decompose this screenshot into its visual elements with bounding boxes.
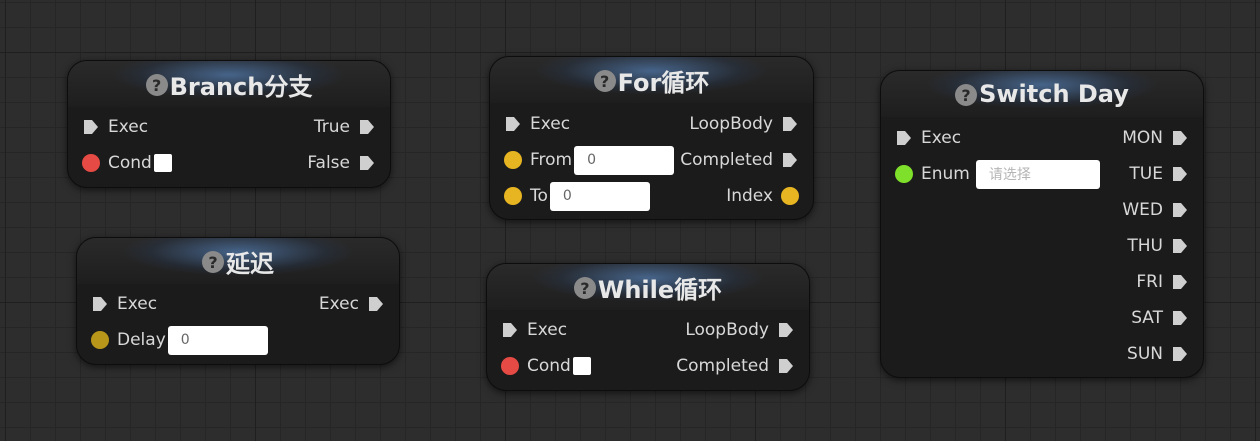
to-input[interactable]: 0: [549, 181, 650, 211]
output-label-tue: TUE: [1129, 164, 1163, 184]
branch-node[interactable]: ? Branch分支 Exec True Cond False: [67, 60, 391, 188]
enum-label: Enum: [921, 164, 970, 184]
output-label-sun: SUN: [1127, 344, 1163, 364]
output-label-wed: WED: [1122, 200, 1163, 220]
for-loop-node[interactable]: ? For循环 Exec LoopBody From 0 Completed T…: [489, 56, 814, 220]
false-out-pin-icon[interactable]: [358, 154, 376, 172]
branch-node-title: Branch分支: [169, 72, 313, 101]
completed-label: Completed: [676, 356, 769, 376]
to-label: To: [530, 186, 548, 206]
completed-pin-icon[interactable]: [781, 151, 799, 169]
exec-in-pin-icon[interactable]: [91, 295, 109, 313]
to-pin-icon[interactable]: [504, 187, 522, 205]
output-label-sat: SAT: [1131, 308, 1163, 328]
question-circle-icon[interactable]: ?: [202, 251, 224, 273]
question-circle-icon[interactable]: ?: [955, 84, 978, 106]
delay-node-header[interactable]: ? 延迟: [77, 238, 399, 284]
index-pin-icon[interactable]: [781, 187, 799, 205]
exec-in-pin-icon[interactable]: [895, 129, 913, 147]
cond-pin-icon[interactable]: [82, 154, 100, 172]
enum-select[interactable]: 请选择: [975, 159, 1100, 189]
output-pin-thu-icon[interactable]: [1171, 237, 1189, 255]
from-input[interactable]: 0: [574, 145, 675, 175]
cond-checkbox[interactable]: [153, 154, 172, 172]
branch-node-header[interactable]: ? Branch分支: [68, 61, 390, 107]
exec-in-pin-icon[interactable]: [501, 321, 519, 339]
from-label: From: [530, 150, 573, 170]
loop-body-pin-icon[interactable]: [781, 115, 799, 133]
cond-pin-icon[interactable]: [501, 357, 519, 375]
true-out-pin-icon[interactable]: [358, 118, 376, 136]
from-pin-icon[interactable]: [504, 151, 522, 169]
delay-input[interactable]: 0: [167, 325, 268, 355]
exec-in-label: Exec: [921, 128, 962, 148]
completed-label: Completed: [680, 150, 773, 170]
output-pin-tue-icon[interactable]: [1171, 165, 1189, 183]
true-out-label: True: [313, 117, 350, 137]
output-label-fri: FRI: [1136, 272, 1163, 292]
switch-day-node[interactable]: ? Switch Day Exec MON Enum 请选择 TUE WED T: [880, 70, 1204, 378]
output-label-mon: MON: [1122, 128, 1163, 148]
question-circle-icon[interactable]: ?: [593, 70, 616, 92]
exec-in-pin-icon[interactable]: [82, 118, 100, 136]
exec-in-label: Exec: [108, 117, 149, 137]
exec-out-pin-icon[interactable]: [367, 295, 385, 313]
while-loop-node-header[interactable]: ? While循环: [487, 264, 809, 310]
exec-in-label: Exec: [527, 320, 568, 340]
question-circle-icon[interactable]: ?: [573, 277, 596, 299]
output-pin-wed-icon[interactable]: [1171, 201, 1189, 219]
index-label: Index: [726, 186, 773, 206]
cond-label: Cond: [108, 153, 152, 173]
loop-body-pin-icon[interactable]: [777, 321, 795, 339]
delay-label: Delay: [117, 330, 166, 350]
switch-day-node-header[interactable]: ? Switch Day: [881, 71, 1203, 117]
exec-in-pin-icon[interactable]: [504, 115, 522, 133]
exec-out-label: Exec: [318, 294, 359, 314]
enum-pin-icon[interactable]: [895, 165, 913, 183]
delay-pin-icon[interactable]: [91, 331, 109, 349]
question-circle-icon[interactable]: ?: [145, 74, 168, 96]
cond-checkbox[interactable]: [572, 357, 591, 375]
switch-day-node-title: Switch Day: [979, 80, 1129, 108]
loop-body-label: LoopBody: [689, 114, 773, 134]
for-loop-node-header[interactable]: ? For循环: [490, 57, 813, 103]
output-pin-sun-icon[interactable]: [1171, 345, 1189, 363]
delay-node[interactable]: ? 延迟 Exec Exec Delay 0: [76, 237, 400, 365]
false-out-label: False: [307, 153, 350, 173]
output-pin-mon-icon[interactable]: [1171, 129, 1189, 147]
cond-label: Cond: [527, 356, 571, 376]
output-pin-fri-icon[interactable]: [1171, 273, 1189, 291]
for-loop-node-title: For循环: [617, 68, 710, 97]
output-pin-sat-icon[interactable]: [1171, 309, 1189, 327]
while-loop-node[interactable]: ? While循环 Exec LoopBody Cond Completed: [486, 263, 810, 391]
exec-in-label: Exec: [117, 294, 158, 314]
delay-node-title: 延迟: [226, 249, 274, 278]
exec-in-label: Exec: [530, 114, 571, 134]
output-label-thu: THU: [1127, 236, 1163, 256]
while-loop-node-title: While循环: [597, 275, 723, 304]
completed-pin-icon[interactable]: [777, 357, 795, 375]
loop-body-label: LoopBody: [685, 320, 769, 340]
